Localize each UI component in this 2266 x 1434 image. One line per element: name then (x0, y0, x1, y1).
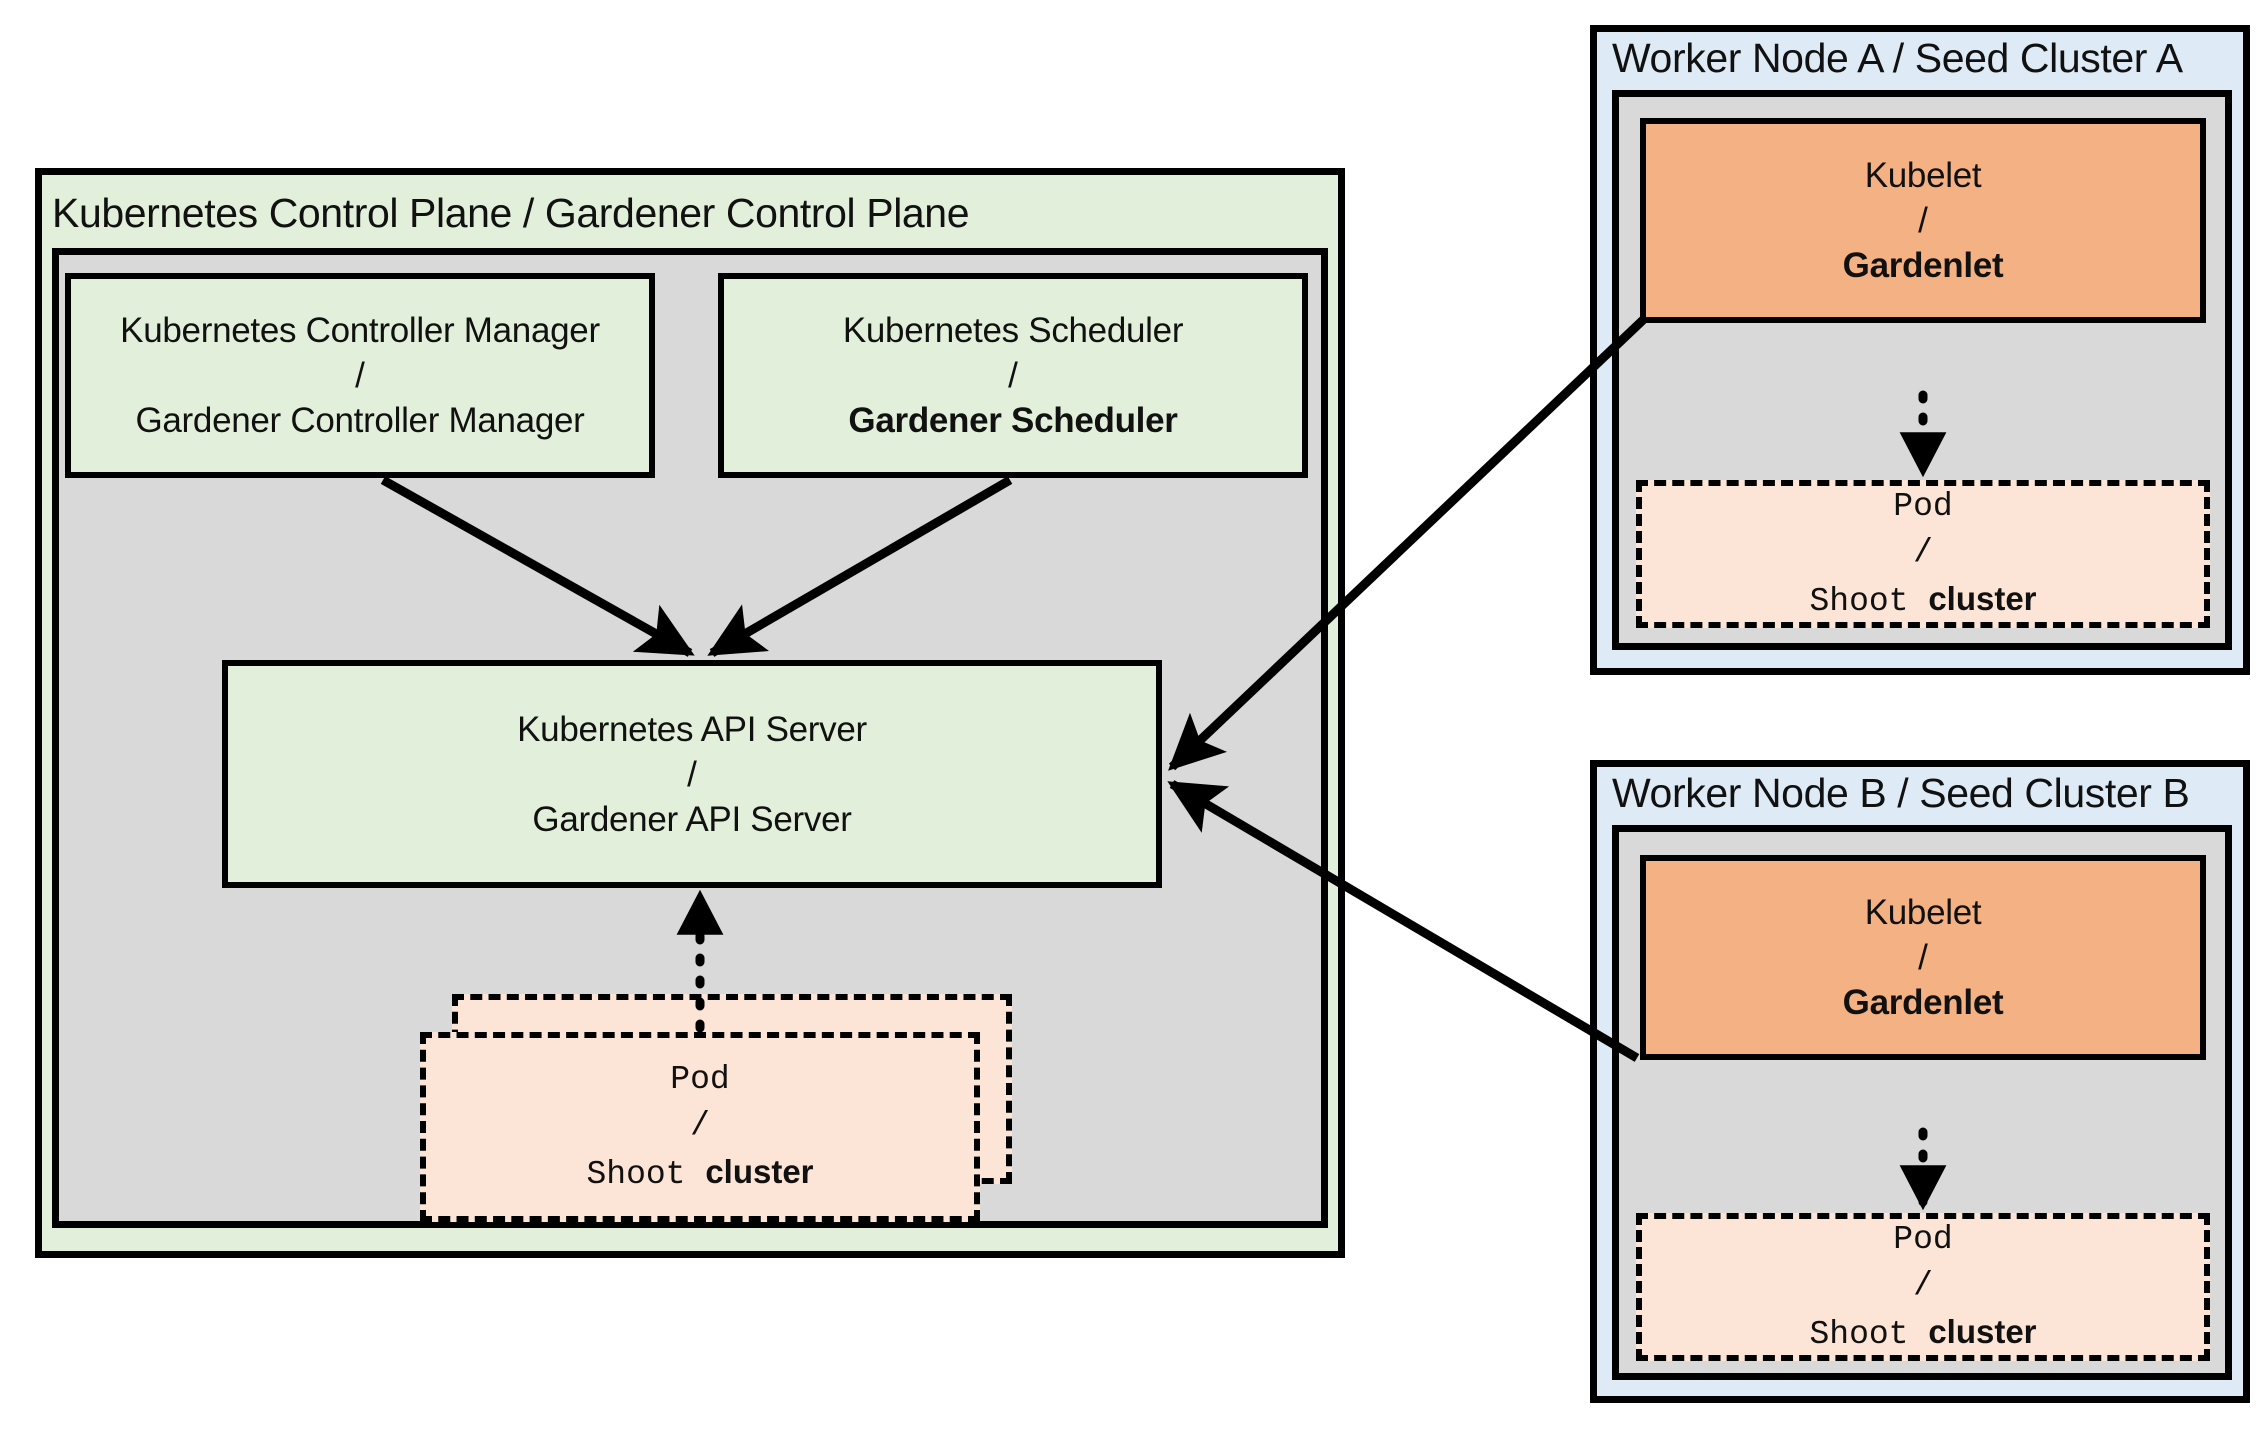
pod-a-cluster: cluster (1928, 579, 2037, 617)
controller-manager-line1: Kubernetes Controller Manager (120, 311, 600, 350)
api-server-line1: Kubernetes API Server (517, 709, 867, 749)
pod-b-separator: / (1913, 1266, 1933, 1304)
shoot-pod-a-box: Pod / Shoot cluster (1636, 480, 2210, 628)
shoot-pod-b-box: Pod / Shoot cluster (1636, 1213, 2210, 1361)
kubernetes-scheduler-box: Kubernetes Scheduler / Gardener Schedule… (718, 273, 1308, 478)
kubernetes-api-server-box: Kubernetes API Server / Gardener API Ser… (222, 660, 1162, 888)
pod-b-shoot: Shoot (1809, 1315, 1909, 1353)
scheduler-separator: / (1008, 356, 1018, 395)
kubelet-b-line1: Kubelet (1864, 893, 1982, 932)
scheduler-line1: Kubernetes Scheduler (842, 311, 1184, 350)
controller-manager-line2: Gardener Controller Manager (135, 401, 585, 440)
api-server-separator: / (687, 754, 697, 794)
kubelet-b-separator: / (1918, 938, 1928, 977)
shoot-pod-box-primary: Pod / Shoot cluster (420, 1032, 980, 1222)
pod-a-line2: Shoot cluster (1809, 576, 2036, 625)
kubernetes-controller-manager-box: Kubernetes Controller Manager / Gardener… (65, 273, 655, 478)
gardenlet-b-label: Gardenlet (1842, 983, 2004, 1022)
pod-b-line2: Shoot cluster (1809, 1309, 2036, 1358)
worker-node-a-title: Worker Node A / Seed Cluster A (1612, 35, 2183, 81)
api-server-line2: Gardener API Server (532, 799, 852, 839)
pod-a-line1: Pod (1893, 487, 1953, 525)
control-plane-title: Kubernetes Control Plane / Gardener Cont… (52, 190, 970, 236)
control-plane-pod-line1: Pod (670, 1060, 730, 1098)
control-plane-pod-cluster: cluster (705, 1152, 814, 1190)
pod-b-line1: Pod (1893, 1220, 1953, 1258)
pod-a-separator: / (1913, 533, 1933, 571)
control-plane-pod-line2: Shoot cluster (586, 1149, 813, 1198)
controller-manager-separator: / (355, 356, 365, 395)
pod-a-shoot: Shoot (1809, 582, 1909, 620)
control-plane-pod-separator: / (690, 1106, 710, 1144)
control-plane-pod-shoot: Shoot (586, 1155, 686, 1193)
gardenlet-a-box: Kubelet / Gardenlet (1640, 118, 2206, 323)
kubelet-a-line1: Kubelet (1864, 156, 1982, 195)
worker-node-b-title: Worker Node B / Seed Cluster B (1612, 770, 2190, 816)
gardenlet-b-box: Kubelet / Gardenlet (1640, 855, 2206, 1060)
gardenlet-a-label: Gardenlet (1842, 246, 2004, 285)
kubelet-a-separator: / (1918, 201, 1928, 240)
pod-b-cluster: cluster (1928, 1312, 2037, 1350)
scheduler-line2: Gardener Scheduler (848, 401, 1178, 440)
